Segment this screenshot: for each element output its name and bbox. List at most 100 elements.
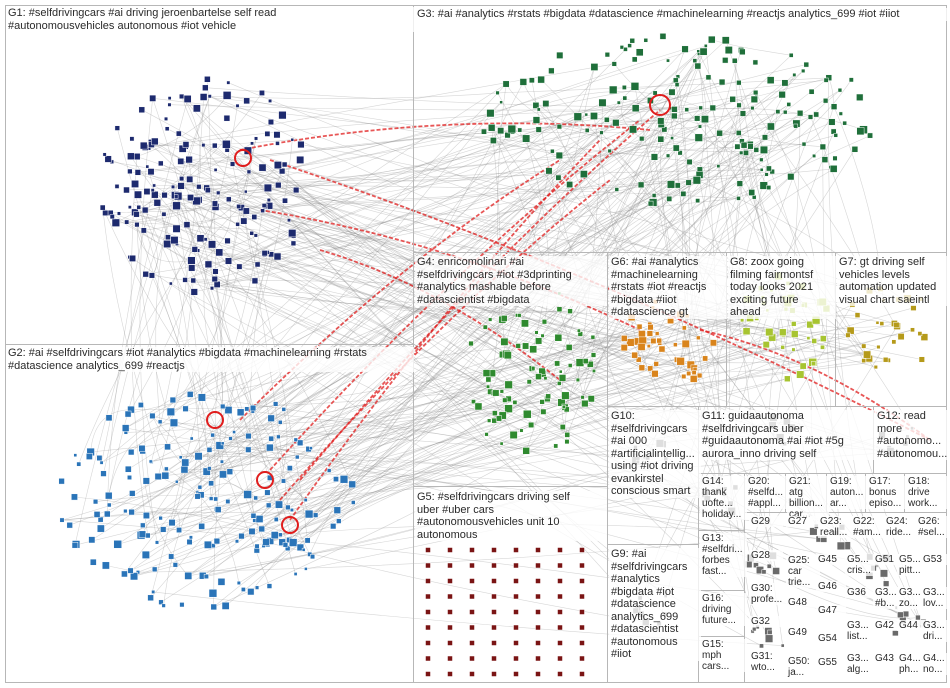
graph-edge (337, 184, 570, 511)
graph-edge (662, 74, 795, 445)
graph-node (192, 196, 201, 206)
graph-node (167, 102, 172, 107)
graph-node (731, 57, 738, 64)
graph-node (234, 539, 239, 544)
graph-node (579, 624, 585, 631)
graph-node (702, 355, 709, 362)
graph-node (657, 117, 665, 125)
graph-node (703, 44, 708, 48)
graph-node (581, 399, 589, 408)
graph-node (127, 152, 135, 160)
graph-node (791, 321, 797, 327)
graph-node (643, 38, 649, 43)
graph-node (811, 361, 816, 366)
graph-edge (61, 314, 681, 521)
graph-edge (185, 408, 306, 501)
graph-node (204, 260, 213, 269)
graph-node (691, 370, 697, 375)
graph-edge (103, 96, 210, 474)
group-label-g10: G10: #selfdrivingcars #ai 000 #artificia… (609, 410, 701, 498)
graph-node (780, 643, 785, 648)
graph-node (249, 231, 254, 236)
graph-node (275, 181, 282, 189)
graph-node (134, 222, 140, 228)
graph-edge (170, 283, 770, 567)
graph-edge (176, 196, 353, 485)
graph-node (694, 115, 701, 122)
graph-node (109, 214, 115, 220)
graph-node (235, 222, 240, 227)
graph-node (273, 131, 281, 139)
graph-node (580, 170, 588, 178)
graph-node (222, 140, 231, 149)
graph-edge (147, 108, 671, 148)
graph-node (825, 74, 833, 81)
graph-node (447, 609, 453, 615)
graph-node (893, 321, 900, 329)
graph-edge (145, 273, 491, 320)
graph-node (106, 502, 112, 508)
graph-node (556, 306, 563, 313)
graph-node (734, 143, 741, 150)
graph-node (651, 370, 659, 378)
graph-node (673, 342, 678, 347)
graph-node (129, 254, 136, 262)
graph-edge (694, 60, 707, 170)
graph-node (210, 603, 217, 611)
graph-edge (579, 107, 753, 363)
graph-node (243, 97, 250, 105)
graph-edge (281, 170, 638, 463)
graph-node (761, 569, 767, 575)
graph-edge (497, 83, 507, 342)
graph-node (851, 146, 859, 153)
graph-node (481, 128, 487, 135)
graph-edge (160, 169, 762, 603)
graph-node (179, 602, 185, 608)
graph-node (705, 74, 712, 81)
graph-edge (172, 93, 757, 188)
graph-node (674, 182, 681, 189)
graph-edge (147, 63, 615, 148)
graph-node (88, 536, 96, 544)
graph-node (611, 61, 617, 67)
graph-node (554, 360, 561, 367)
graph-node (71, 542, 79, 549)
graph-node (104, 155, 112, 163)
graph-edge (725, 40, 923, 626)
group-label-g30: G30: profe... (749, 583, 787, 605)
graph-edge-strong (319, 249, 561, 381)
graph-node (197, 484, 203, 490)
graph-node (627, 43, 632, 48)
graph-node (201, 143, 206, 148)
graph-node (813, 111, 820, 118)
graph-edge (105, 168, 834, 214)
graph-node (694, 62, 702, 70)
graph-node (599, 130, 604, 135)
graph-node (793, 123, 799, 129)
graph-edge (167, 243, 543, 372)
graph-edge (154, 170, 550, 186)
graph-edge (74, 378, 788, 546)
graph-edge (565, 337, 594, 435)
graph-edge (117, 386, 489, 545)
graph-node (548, 67, 555, 74)
graph-edge (582, 52, 701, 398)
graph-node (629, 38, 635, 44)
graph-node (140, 227, 147, 234)
graph-edge (697, 51, 868, 355)
graph-node (502, 80, 510, 88)
graph-node (875, 320, 880, 325)
graph-edge (61, 512, 310, 521)
graph-node (677, 150, 683, 156)
graph-node (579, 640, 585, 646)
graph-node (208, 496, 214, 501)
graph-node (576, 328, 581, 333)
graph-node (129, 136, 135, 142)
graph-node (273, 401, 279, 407)
graph-edge (101, 83, 507, 463)
graph-node (692, 176, 701, 185)
graph-node (161, 471, 170, 480)
graph-node (161, 211, 167, 217)
graph-node (254, 136, 259, 141)
group-label-g4: G4: enricomolinari #ai #selfdrivingcars … (415, 256, 607, 306)
